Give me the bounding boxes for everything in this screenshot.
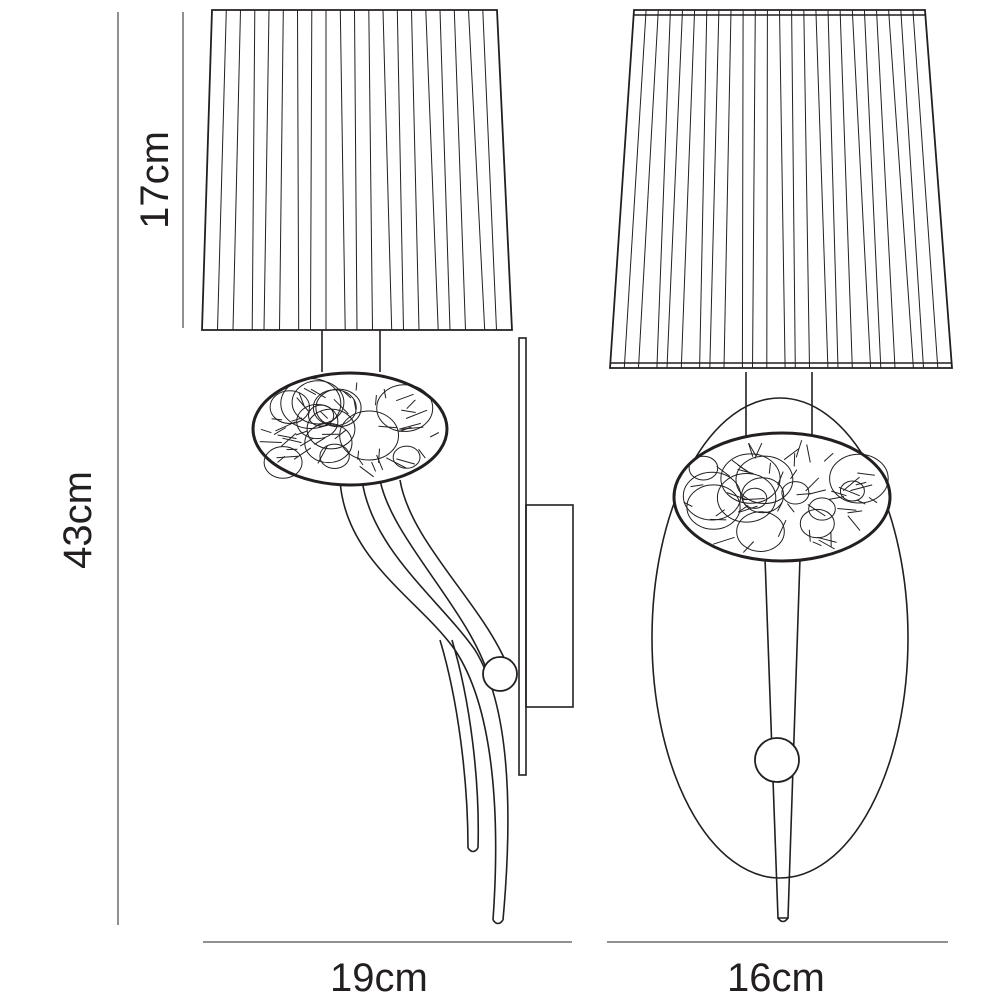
front-crystal-band: [672, 431, 892, 563]
side-width-label: 19cm: [330, 956, 428, 1000]
front-width-label: 16cm: [727, 956, 825, 1000]
shade-height-label: 17cm: [133, 131, 177, 229]
side-wall-plate: [518, 337, 527, 776]
side-joint-knob: [482, 656, 518, 692]
side-mount-box: [525, 504, 574, 708]
side-crystal-band: [251, 371, 449, 487]
dimension-lines: [117, 12, 948, 943]
front-lampshade: [609, 9, 953, 369]
front-wall-plate: [651, 397, 909, 879]
side-arms: [339, 479, 509, 925]
front-joint-knob: [754, 737, 800, 783]
side-view: [201, 9, 574, 925]
side-lampshade: [201, 9, 513, 331]
total-height-label: 43cm: [56, 471, 100, 569]
front-view: [609, 9, 953, 923]
